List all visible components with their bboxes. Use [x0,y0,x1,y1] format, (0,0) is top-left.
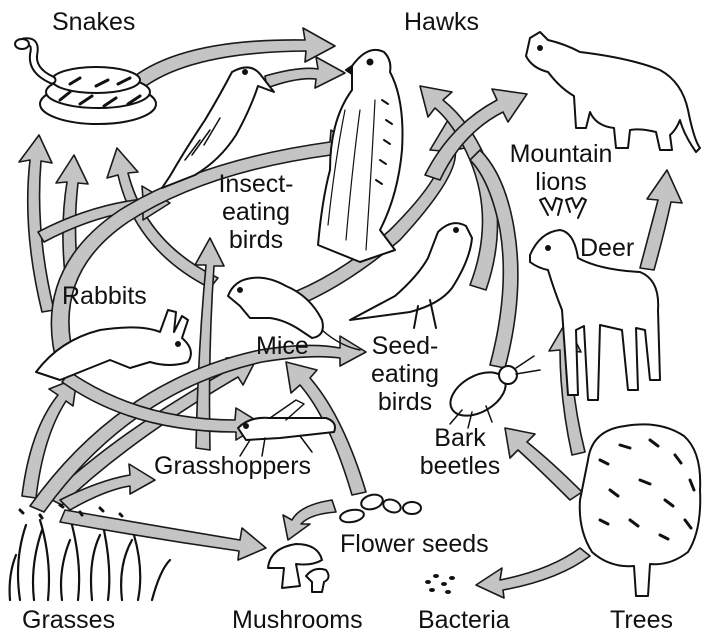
label-seed-birds-line2: eating [360,360,450,388]
mountain-lion-icon [526,32,700,152]
label-bark-beetles: Bark beetles [414,424,506,480]
label-mountain-lions: Mountain lions [498,140,624,196]
deer-icon [530,198,660,400]
label-trees: Trees [610,606,673,634]
arrow-rabbits-to-snakes-outer [19,135,54,312]
label-bark-beetles-line2: beetles [414,452,506,480]
label-flower-seeds: Flower seeds [340,530,489,558]
label-seed-birds-line1: Seed- [360,332,450,360]
label-hawks: Hawks [404,8,479,36]
beetle-icon [443,356,540,428]
seeds-icon [339,492,421,524]
label-mice: Mice [256,332,309,360]
label-deer: Deer [580,234,634,262]
label-insect-birds-line2: eating [208,198,304,226]
label-grasses: Grasses [22,606,115,634]
label-snakes: Snakes [52,8,135,36]
label-seed-eating-birds: Seed- eating birds [360,332,450,416]
mushroom-icon [268,544,329,592]
label-mountain-lions-line1: Mountain [498,140,624,168]
label-insect-birds-line3: birds [208,226,304,254]
arrow-deer-to-mountain-lions [640,170,682,270]
tree-icon [580,424,701,596]
label-bark-beetles-line1: Bark [414,424,506,452]
label-mushrooms: Mushrooms [232,606,363,634]
arrow-grasses-to-mushrooms [60,510,266,560]
label-mountain-lions-line2: lions [498,168,624,196]
snake-icon [15,39,156,124]
label-rabbits: Rabbits [62,282,147,310]
label-insect-eating-birds: Insect- eating birds [208,170,304,254]
label-bacteria: Bacteria [418,606,510,634]
label-seed-birds-line3: birds [360,388,450,416]
arrow-seeds-to-mushrooms [283,500,336,540]
arrow-grasshoppers-to-insect-birds [62,372,262,440]
label-insect-birds-line1: Insect- [208,170,304,198]
label-grasshoppers: Grasshoppers [154,452,311,480]
arrow-trees-to-bacteria [476,548,590,598]
bacteria-icon [425,574,455,594]
